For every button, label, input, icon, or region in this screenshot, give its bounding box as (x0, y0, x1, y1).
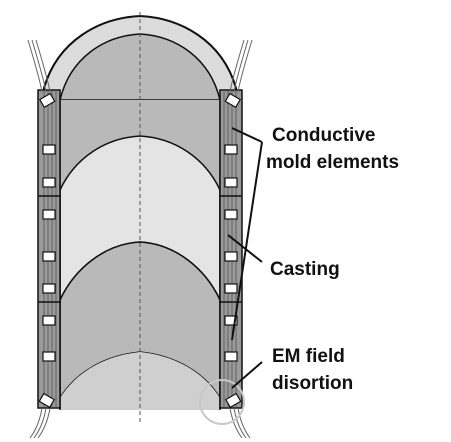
label-conductive-line2: mold elements (266, 152, 399, 173)
em-distortion-highlight (199, 379, 245, 425)
coil-wires-bottom (29, 407, 251, 439)
mold-wall-left (37, 89, 61, 409)
leader-lines (227, 127, 263, 389)
label-em-line2: disortion (272, 373, 353, 394)
label-em-line1: EM field (272, 346, 345, 367)
coil-wires-top (27, 39, 253, 93)
insulators-left (38, 92, 56, 409)
insulators-right (224, 92, 242, 409)
label-casting: Casting (270, 259, 340, 280)
label-conductive-line1: Conductive (272, 125, 375, 146)
